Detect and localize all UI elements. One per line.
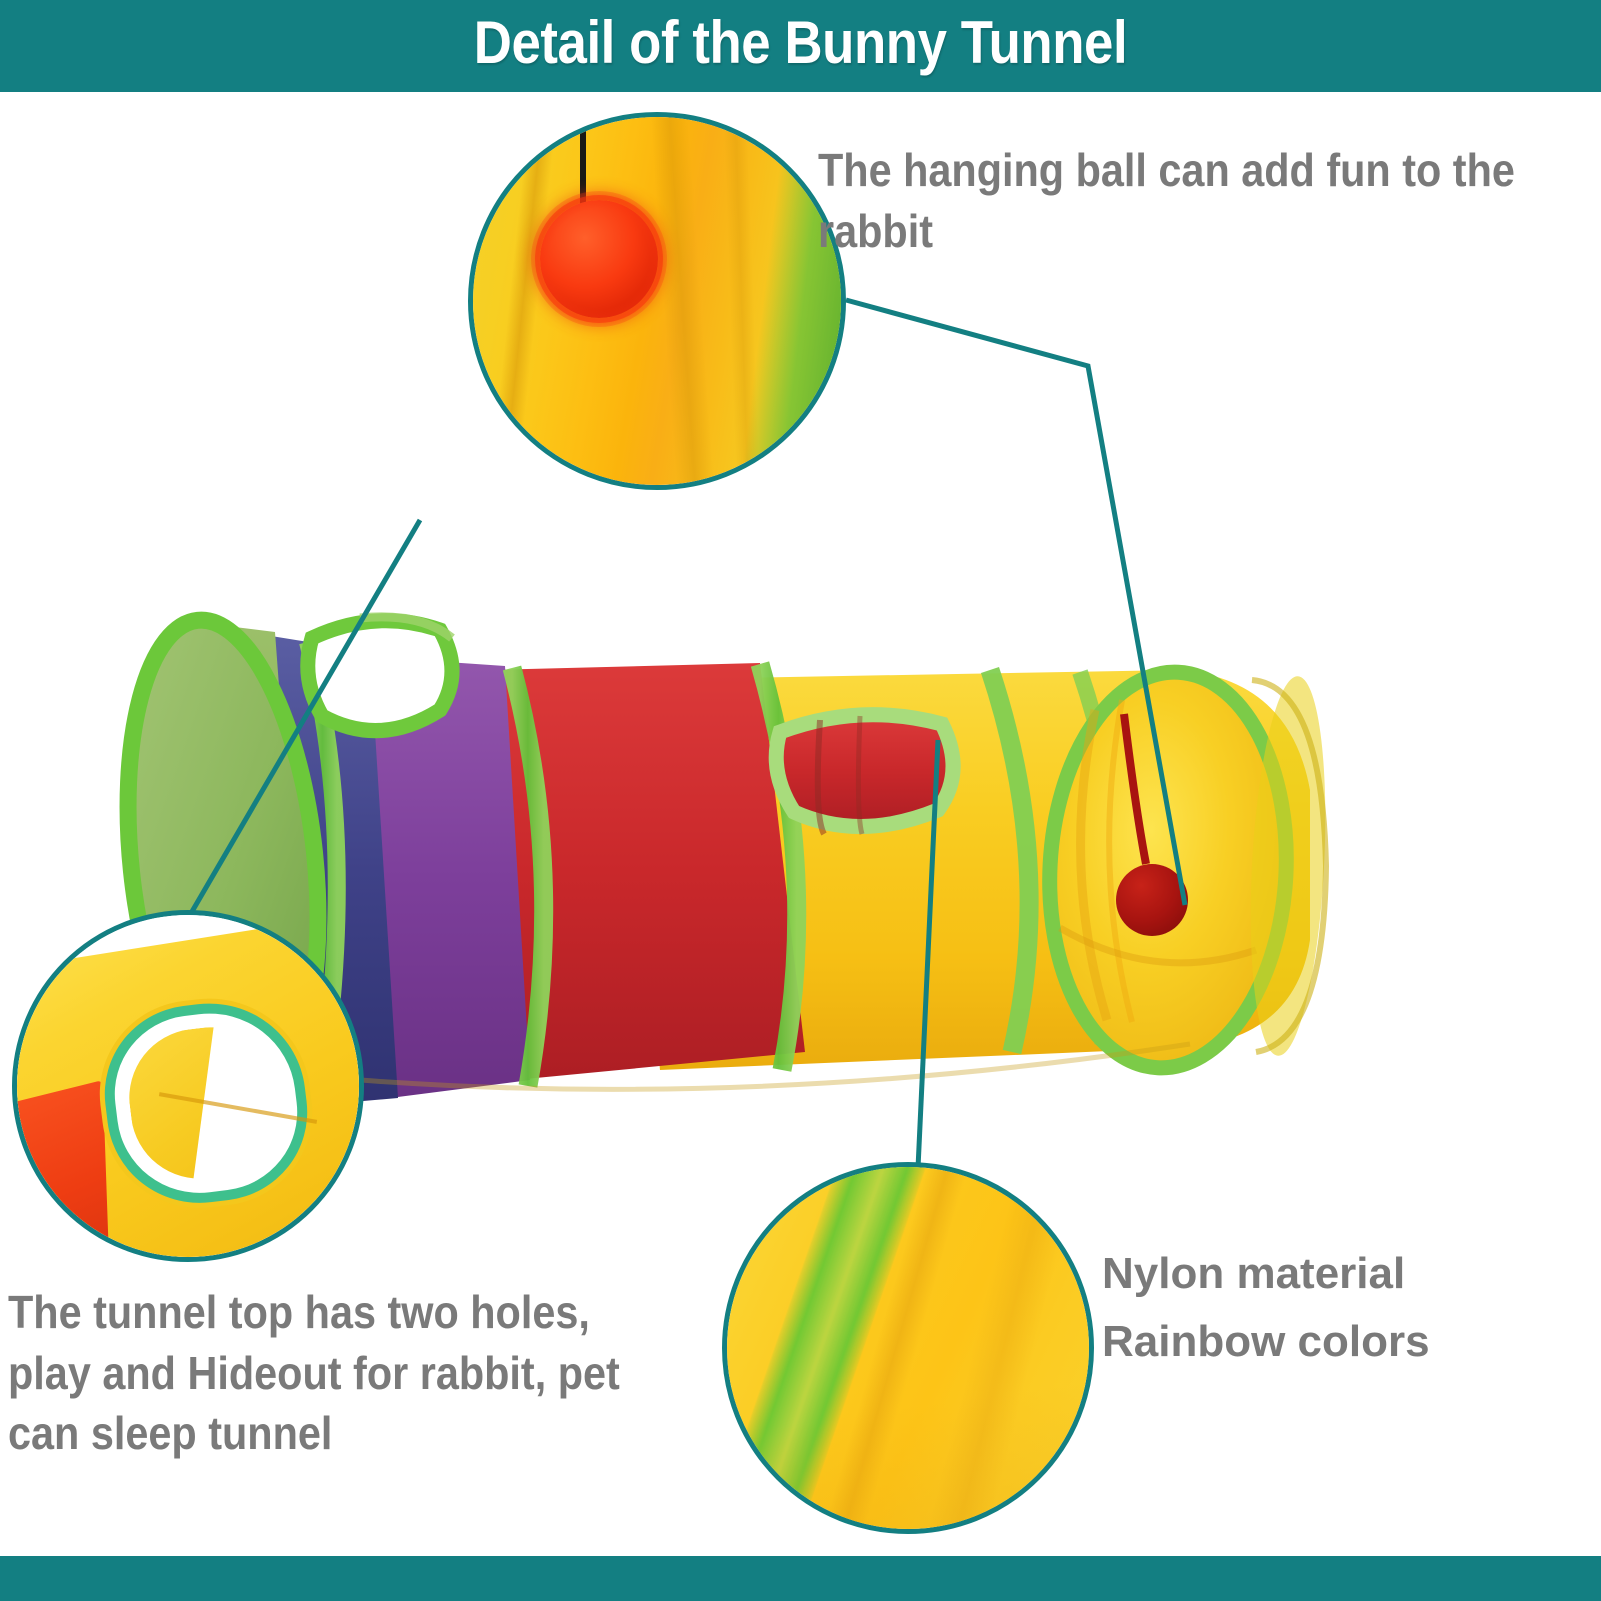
callout-tunnel-holes: The tunnel top has two holes, play and H… (8, 1286, 620, 1460)
zoom-circle-nylon-seam-content (727, 1167, 1089, 1529)
zoom-circle-hanging-ball (468, 112, 846, 490)
ball-string (580, 117, 586, 240)
zoom-circle-hanging-ball-content (473, 117, 841, 485)
zoom-circle-nylon-seam (722, 1162, 1094, 1534)
callout-material-line2: Rainbow colors (1102, 1317, 1430, 1367)
header-bar (0, 0, 1601, 92)
zoom-circle-tunnel-hole-content (17, 915, 359, 1257)
pom-pom-ball (531, 191, 667, 327)
page-title: Detail of the Bunny Tunnel (473, 9, 1128, 76)
callout-hanging-ball: The hanging ball can add fun to the rabb… (818, 144, 1515, 257)
zoom-circle-tunnel-hole (12, 910, 364, 1262)
callout-material: Nylon material Rainbow colors (1102, 1240, 1572, 1376)
leader-line-hanging-ball (845, 297, 1188, 906)
footer-bar (0, 1556, 1601, 1601)
leader-line-tunnel-holes (187, 518, 423, 917)
leader-line-nylon-material (915, 739, 941, 1169)
callout-material-line1: Nylon material (1102, 1249, 1406, 1298)
